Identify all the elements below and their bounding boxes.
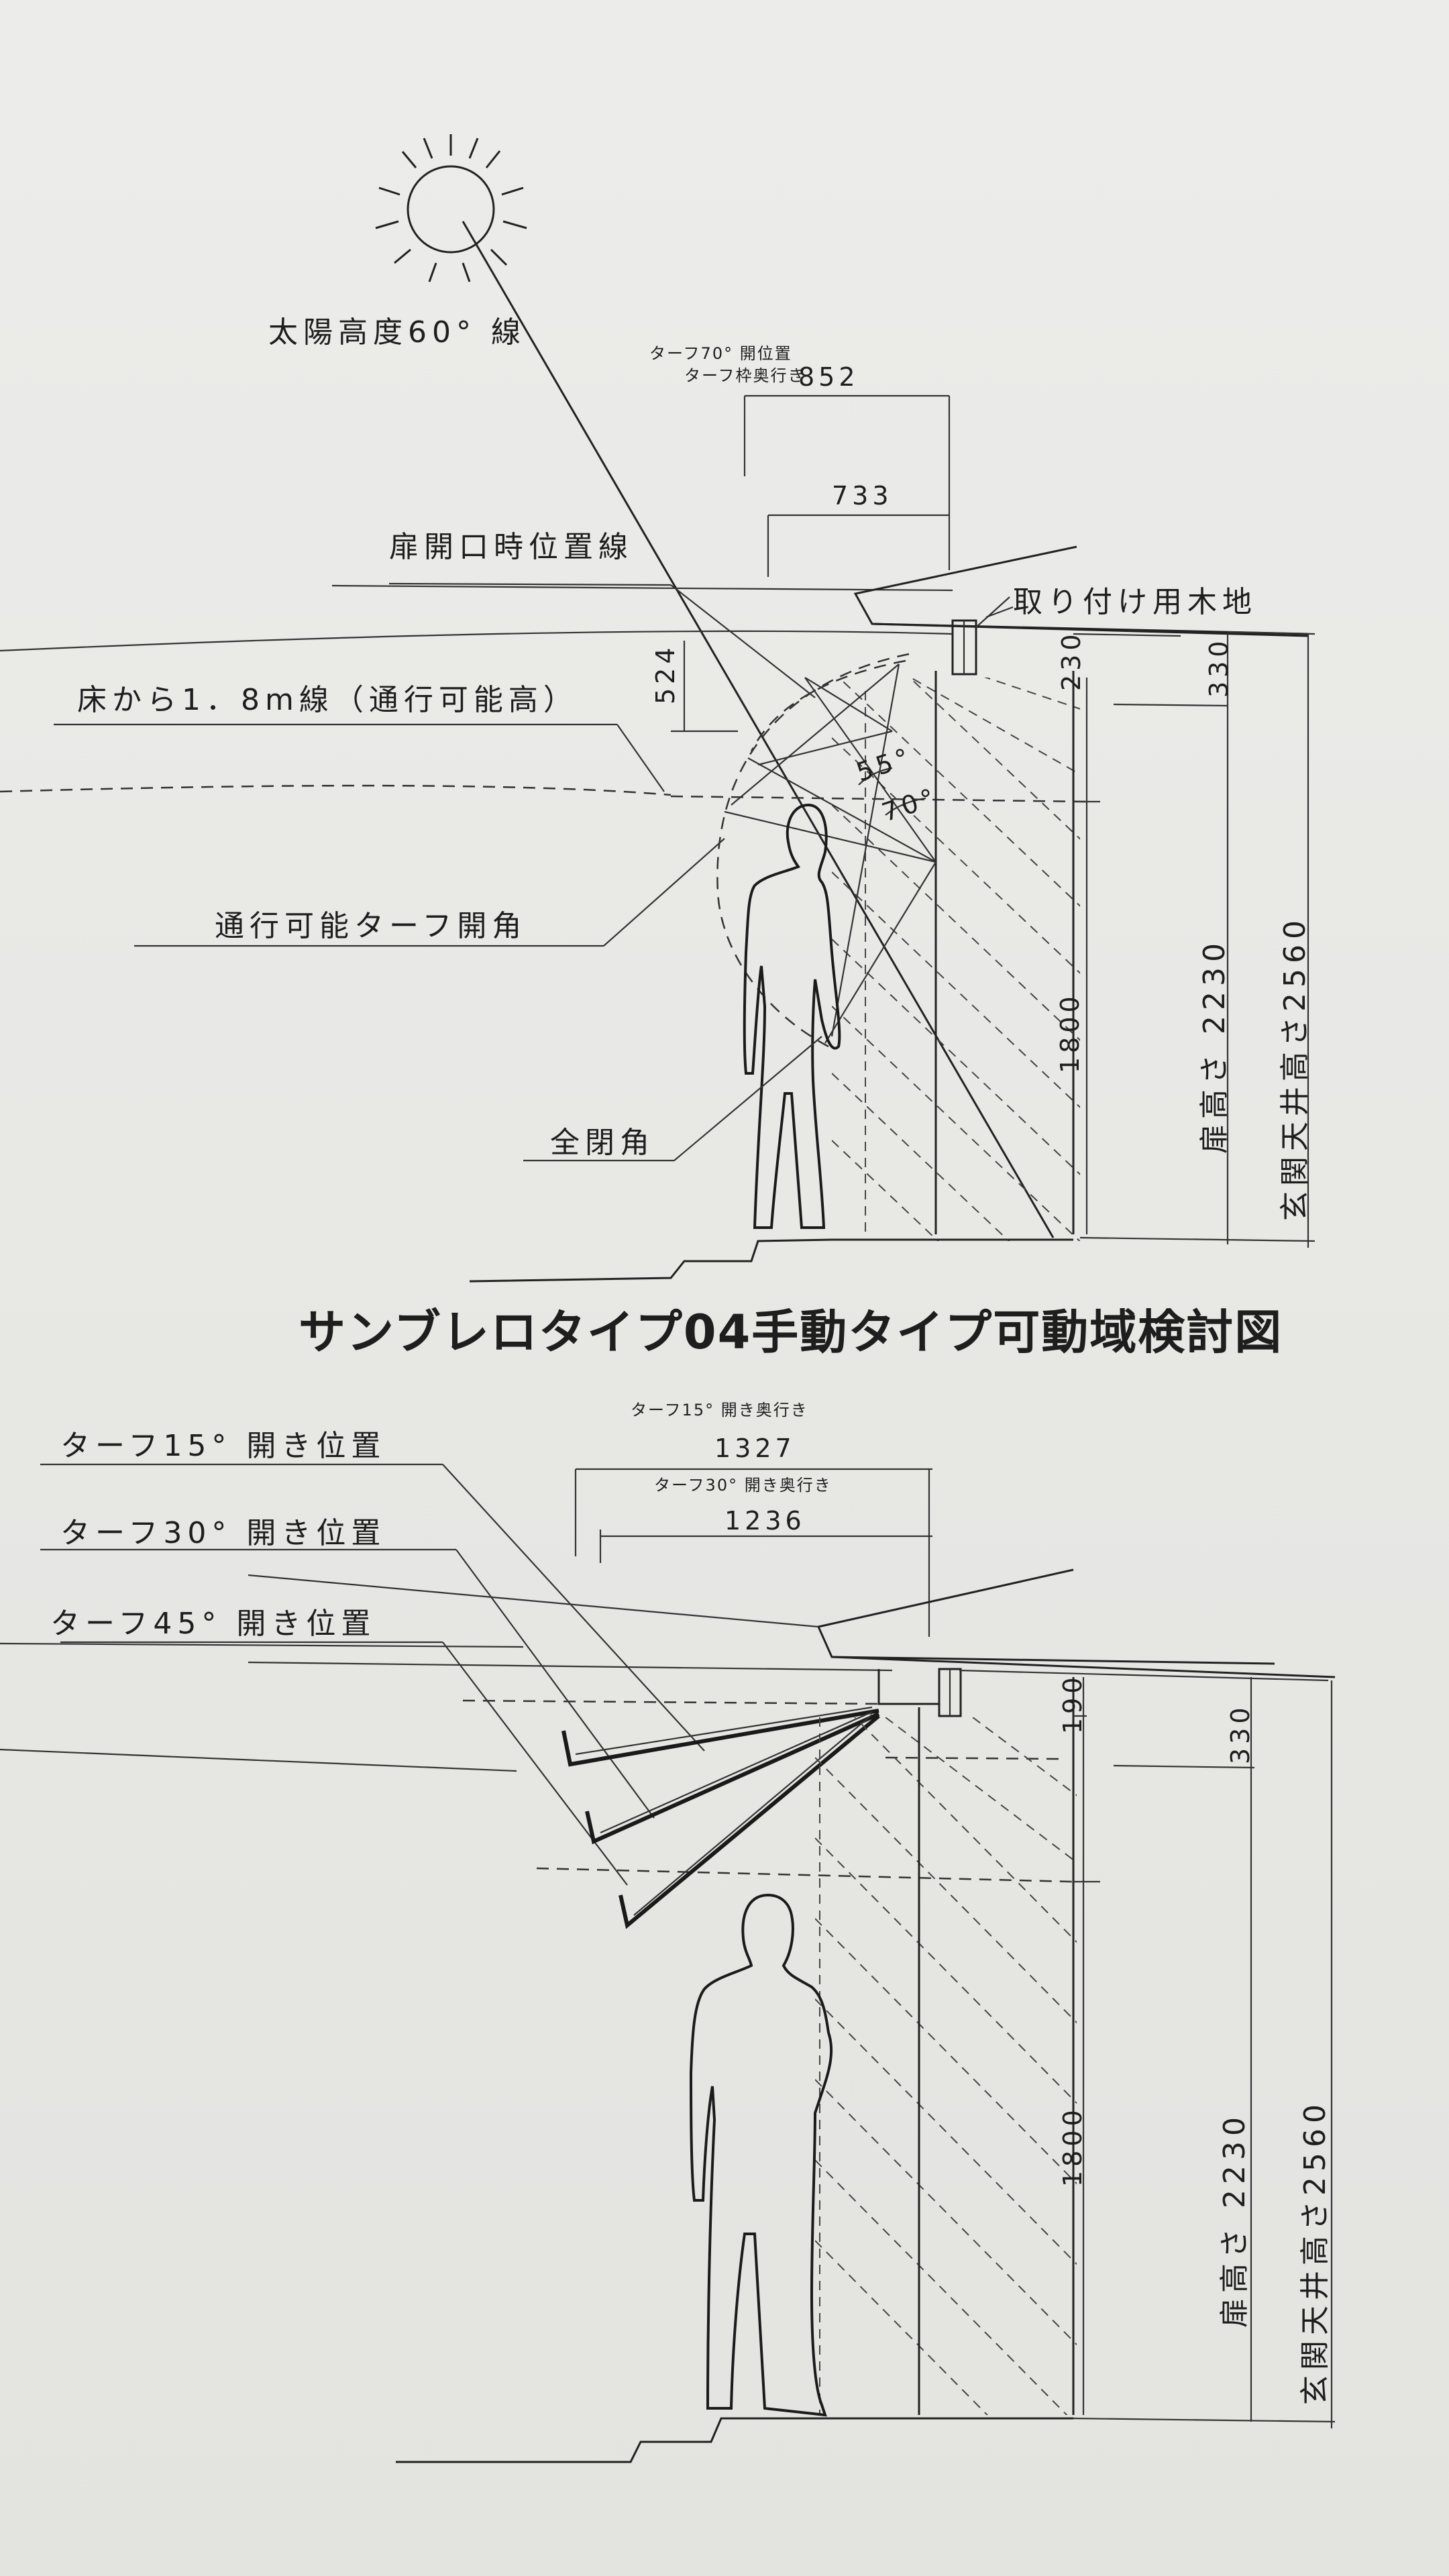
dimension-1327 [574, 1468, 932, 1556]
dim-230-label: 230 [1057, 630, 1086, 691]
top-vertical-dimensions [1073, 631, 1316, 1248]
dim-1327-label: 1327 [714, 1434, 796, 1463]
ceiling-height-label-bottom: 玄関天井高さ2560 [1298, 2099, 1332, 2405]
dim-330-label-bottom: 330 [1226, 1703, 1255, 1764]
dimension-1236 [599, 1469, 932, 1637]
door-height-label: 扉高さ 2230 [1197, 938, 1232, 1154]
tarp30-pos-label: ターフ30° 開き位置 [60, 1516, 386, 1550]
tarp-angle-lines [724, 663, 936, 1044]
dim-330-label: 330 [1204, 637, 1234, 698]
tarp15-depth-label: ターフ15° 開き奥行き [631, 1401, 808, 1419]
dimension-852 [743, 394, 951, 570]
tarp15-pos-label: ターフ15° 開き位置 [60, 1429, 386, 1463]
passable-angle-label: 通行可能ターフ開角 [215, 909, 527, 943]
door-wall-hatch [832, 671, 1080, 1241]
bottom-dashed-lines [462, 1699, 1074, 1883]
person-silhouette-top [743, 803, 841, 1229]
bottom-guide-lines [0, 1463, 893, 1886]
angle-70-label: 70° [878, 782, 942, 827]
floor-step-top [469, 1238, 1073, 1283]
door-wall-hatch-bottom [815, 1677, 1077, 2415]
bottom-vertical-dimensions [959, 1669, 1336, 2428]
door-open-guide [331, 584, 953, 592]
dim-1236-label: 1236 [724, 1506, 806, 1536]
dim-1800-label: 1800 [1055, 992, 1085, 1073]
sun-altitude-line [462, 221, 1055, 1238]
mount-base-label: 取り付け用木地 [1013, 585, 1257, 619]
tarp-swing-arc [716, 653, 910, 1048]
tarp-15-deg [561, 1706, 879, 1767]
fully-closed-label: 全閉角 [550, 1126, 655, 1160]
tarp70-open-pos-label: ターフ70° 開位置 [649, 344, 792, 363]
floor-step-bottom [396, 2417, 1073, 2463]
dim-190-label: 190 [1058, 1673, 1087, 1734]
tarp45-pos-label: ターフ45° 開き位置 [50, 1607, 376, 1641]
dim-1800-label-bottom: 1800 [1058, 2106, 1087, 2187]
bottom-elevation: ターフ15° 開き位置 ターフ15° 開き奥行き 1327 ターフ30° 開き位… [0, 1401, 1336, 2463]
ceiling-height-label: 玄関天井高さ2560 [1278, 915, 1312, 1221]
tarp-45-deg [619, 1714, 880, 1929]
drawing-title: サンブレロタイプ04手動タイプ可動域検討図 [299, 1305, 1283, 1360]
top-elevation: 太陽高度60° 線 ターフ70° 開位置 ターフ枠奥行き 852 733 扉開口… [0, 134, 1316, 1283]
door-open-line-label: 扉開口時位置線 [389, 530, 633, 564]
angle-55-label: 55° [853, 741, 916, 787]
dimension-524 [671, 641, 738, 733]
tarp-depth-label: ターフ枠奥行き [684, 366, 806, 385]
dimension-733 [767, 514, 949, 577]
dim-852-label: 852 [798, 362, 859, 392]
dim-524-label: 524 [651, 643, 680, 704]
roof-slab-bottom [816, 1568, 1275, 1665]
sun-icon [375, 134, 527, 282]
person-silhouette-bottom [689, 1893, 833, 2417]
door-height-label-bottom: 扉高さ 2230 [1218, 2112, 1252, 2328]
floor-1800-line [0, 784, 672, 796]
sun-altitude-label: 太陽高度60° 線 [268, 315, 526, 350]
top-leader-lines [54, 582, 1014, 1162]
tarp-30-deg [585, 1711, 880, 1845]
eave-line [0, 630, 953, 652]
floor-line-label: 床から1．8m線（通行可能高） [77, 683, 578, 717]
dim-733-label: 733 [832, 481, 893, 511]
tarp30-depth-label: ターフ30° 開き奥行き [654, 1476, 832, 1495]
